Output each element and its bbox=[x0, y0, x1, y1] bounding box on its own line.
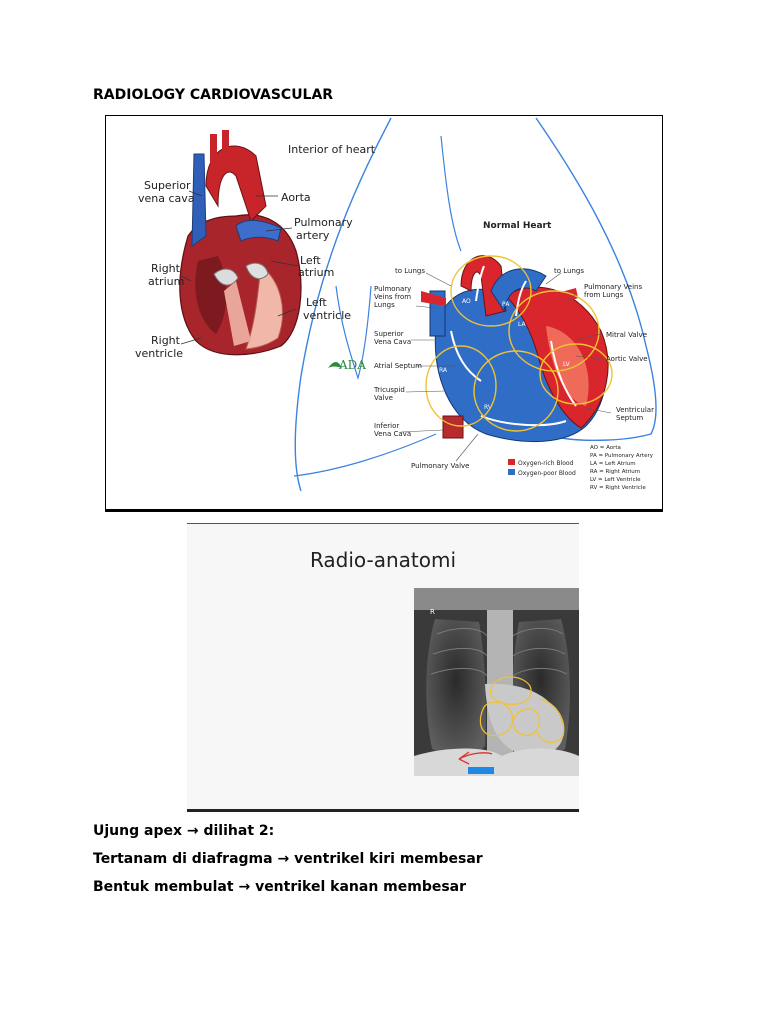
label-rv-1: Right bbox=[151, 334, 181, 347]
schematic-heart: AO PA LA RA LV RV bbox=[401, 256, 612, 461]
abbr-rv: RV = Right Ventricle bbox=[590, 485, 646, 491]
ada-logo-text: ADA bbox=[338, 358, 366, 372]
legend-label-rich: Oxygen-rich Blood bbox=[518, 460, 574, 467]
legend-swatch-poor bbox=[508, 469, 515, 475]
note-line-3-before: Bentuk membulat bbox=[93, 879, 234, 895]
label-svc-1: Superior bbox=[144, 179, 191, 192]
interior-of-heart-caption: Interior of heart bbox=[288, 143, 376, 156]
arrow-icon: → bbox=[277, 851, 289, 867]
aorta-branch-1 bbox=[210, 134, 217, 164]
abbr-lv: LV = Left Ventricle bbox=[590, 477, 641, 483]
xray-left-lung bbox=[426, 619, 485, 755]
label-vs-1: Ventricular bbox=[616, 406, 654, 414]
abbr-ao: AO = Aorta bbox=[590, 445, 621, 451]
xray-top-band bbox=[414, 588, 579, 610]
chamber-la: LA bbox=[518, 321, 526, 328]
label-pa-2: artery bbox=[296, 229, 330, 242]
label-svc-right-2: Vena Cava bbox=[374, 338, 411, 346]
label-lv-1: Left bbox=[306, 296, 327, 309]
note-line-1-after: dilihat 2: bbox=[203, 823, 274, 839]
label-aortic: Aortic Valve bbox=[606, 355, 648, 363]
heart-figure-canvas: Interior of heart Superior vena cava Aor… bbox=[106, 116, 663, 512]
label-vs-2: Septum bbox=[616, 414, 643, 422]
schematic-ivc bbox=[443, 416, 463, 438]
radio-anatomi-slide: Radio-anatomi R bbox=[187, 523, 579, 812]
normal-heart-title: Normal Heart bbox=[483, 221, 552, 231]
aorta-branch-2 bbox=[222, 130, 229, 160]
label-pulm-valve: Pulmonary Valve bbox=[411, 462, 469, 470]
label-pv-left-3: Lungs bbox=[374, 301, 395, 309]
label-pv-right-2: from Lungs bbox=[584, 291, 624, 299]
legend-label-poor: Oxygen-poor Blood bbox=[518, 470, 576, 477]
label-tricuspid-1: Tricuspid bbox=[373, 386, 405, 394]
note-line-3-after: ventrikel kanan membesar bbox=[255, 879, 466, 895]
chamber-ra: RA bbox=[439, 367, 448, 374]
label-to-lungs-left: to Lungs bbox=[395, 267, 425, 275]
label-ivc-2: Vena Cava bbox=[374, 430, 411, 438]
xray-blue-tab bbox=[468, 767, 494, 774]
label-ra-1: Right bbox=[151, 262, 181, 275]
blood-legend: Oxygen-rich Blood Oxygen-poor Blood bbox=[508, 459, 576, 477]
note-line-1-before: Ujung apex bbox=[93, 823, 182, 839]
heart-figure: Interior of heart Superior vena cava Aor… bbox=[105, 115, 663, 512]
label-ra-2: atrium bbox=[148, 275, 184, 288]
xray-marker-r: R bbox=[430, 608, 435, 616]
note-line-2-before: Tertanam di diafragma bbox=[93, 851, 273, 867]
abbr-la: LA = Left Atrium bbox=[590, 461, 636, 467]
label-la-2: atrium bbox=[298, 266, 334, 279]
label-aorta: Aorta bbox=[281, 191, 311, 204]
legend-swatch-rich bbox=[508, 459, 515, 465]
label-ivc-1: Inferior bbox=[374, 422, 399, 430]
label-to-lungs-right: to Lungs bbox=[554, 267, 584, 275]
arrow-icon: → bbox=[238, 879, 250, 895]
label-pv-left-1: Pulmonary bbox=[374, 285, 411, 293]
note-line-3: Bentuk membulat → ventrikel kanan membes… bbox=[93, 879, 466, 895]
label-mitral: Mitral Valve bbox=[606, 331, 647, 339]
chamber-ao: AO bbox=[462, 298, 471, 305]
label-svc-2: vena cava bbox=[138, 192, 195, 205]
lung-outline-right bbox=[441, 136, 461, 251]
label-pv-right-1: Pulmonary Veins bbox=[584, 283, 642, 291]
abbr-pa: PA = Pulmonary Artery bbox=[590, 453, 654, 459]
label-lv-2: ventricle bbox=[303, 309, 351, 322]
label-svc-right-1: Superior bbox=[374, 330, 404, 338]
arrow-icon: → bbox=[187, 823, 199, 839]
label-tricuspid-2: Valve bbox=[374, 394, 393, 402]
label-rv-2: ventricle bbox=[135, 347, 183, 360]
anatomical-heart bbox=[180, 130, 301, 355]
note-line-2: Tertanam di diafragma → ventrikel kiri m… bbox=[93, 851, 483, 867]
note-line-2-after: ventrikel kiri membesar bbox=[294, 851, 483, 867]
chamber-pa: PA bbox=[502, 301, 510, 308]
label-pv-left-2: Veins from bbox=[374, 293, 411, 301]
abbr-ra: RA = Right Atrium bbox=[590, 469, 640, 475]
label-atrial-septum: Atrial Septum bbox=[374, 362, 422, 370]
label-pa-1: Pulmonary bbox=[294, 216, 353, 229]
abbreviation-list: AO = Aorta PA = Pulmonary Artery LA = Le… bbox=[590, 445, 654, 491]
xray-canvas: R bbox=[187, 524, 579, 813]
page-heading: RADIOLOGY CARDIOVASCULAR bbox=[93, 87, 333, 103]
chamber-lv: LV bbox=[563, 361, 571, 368]
note-line-1: Ujung apex → dilihat 2: bbox=[93, 823, 274, 839]
ada-logo: ADA bbox=[328, 358, 366, 372]
